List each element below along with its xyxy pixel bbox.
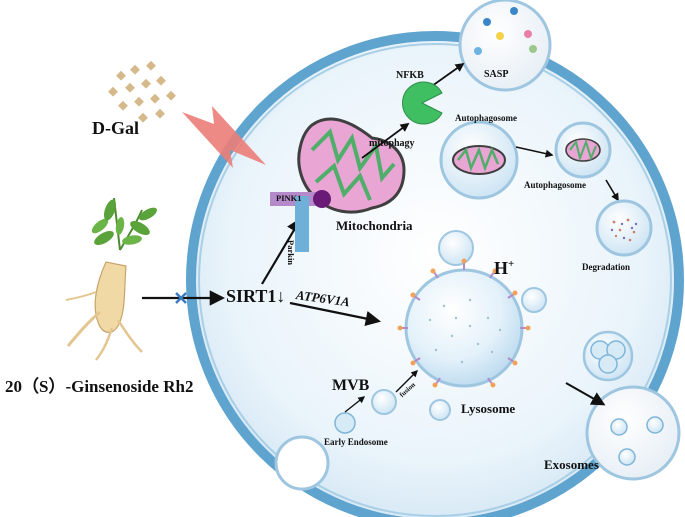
vesicle (371, 389, 397, 415)
vesicle (521, 287, 547, 313)
autophagosome-2 (554, 121, 612, 179)
exosome-icon (618, 448, 636, 466)
early-endosome-label: Early Endosome (324, 437, 388, 447)
sasp-particle (496, 32, 504, 40)
degradation-vesicle (595, 199, 653, 257)
early-endosome-icon (334, 412, 356, 434)
autophagosome-mid-label: Autophagosome (524, 180, 587, 190)
endosome-to-mvb-arrow (344, 396, 366, 413)
autophagosome-top-label: Autophagosome (455, 113, 518, 123)
sasp-particle (510, 7, 518, 15)
exosome-arrow (565, 382, 606, 406)
sasp-particle (483, 18, 491, 26)
exosomes-label: Exosomes (544, 457, 599, 472)
blocked-marker (175, 292, 187, 304)
parkin-bar (295, 196, 309, 252)
mitochondria-icon (297, 117, 406, 214)
sasp-label: SASP (484, 69, 509, 80)
sirt1-to-lysosome-arrow (289, 301, 382, 327)
vesicle (429, 399, 451, 421)
lysosome-label: Lysosome (461, 401, 516, 416)
sasp-particle (524, 30, 532, 38)
ginseng-plant-icon (65, 197, 157, 361)
autophagosome-1 (439, 120, 519, 200)
exosome-icon (646, 416, 664, 434)
autophagosome-arrow-1 (515, 146, 554, 158)
sirt1-label: SIRT1↓ (226, 286, 286, 306)
h-plus-label: H+ (494, 258, 515, 278)
mito-to-nfkb-arrow (361, 122, 410, 159)
cell-membrane-inner (198, 43, 672, 517)
autophagosome-arrow-2 (605, 179, 619, 202)
mvb-icon (582, 330, 634, 382)
pink1-label: PINK1 (276, 193, 302, 203)
ginsenoside-label: 20（S）-Ginsenoside Rh2 (5, 377, 194, 396)
d-gal-powder-icon (108, 60, 176, 123)
degradation-label: Degradation (582, 262, 630, 272)
lightning-icon (182, 106, 266, 168)
lysosome-icon (397, 258, 531, 388)
fusion-arrow (395, 370, 418, 393)
endocytosis-bubble (274, 435, 330, 491)
nfkb-to-sasp-arrow (431, 62, 465, 87)
parkin-ball (313, 190, 331, 208)
exosome-icon (610, 418, 628, 436)
sasp-particle (529, 45, 537, 53)
vesicle (438, 230, 474, 266)
parkin-label: Parkin (286, 240, 296, 266)
nfkb-pacman-icon (402, 81, 443, 125)
h-plus-sup: + (508, 258, 515, 270)
nfkb-label: NFKB (396, 70, 424, 81)
exosome-release (585, 385, 681, 481)
mitophagy-label: mitophagy (369, 138, 415, 149)
sirt1-to-pink1-arrow (261, 217, 302, 285)
d-gal-label: D-Gal (92, 118, 139, 138)
sasp-particle (474, 47, 482, 55)
mvb-label: MVB (332, 377, 370, 394)
sasp-bubble (458, 0, 552, 92)
mitochondria-label: Mitochondria (336, 218, 413, 233)
